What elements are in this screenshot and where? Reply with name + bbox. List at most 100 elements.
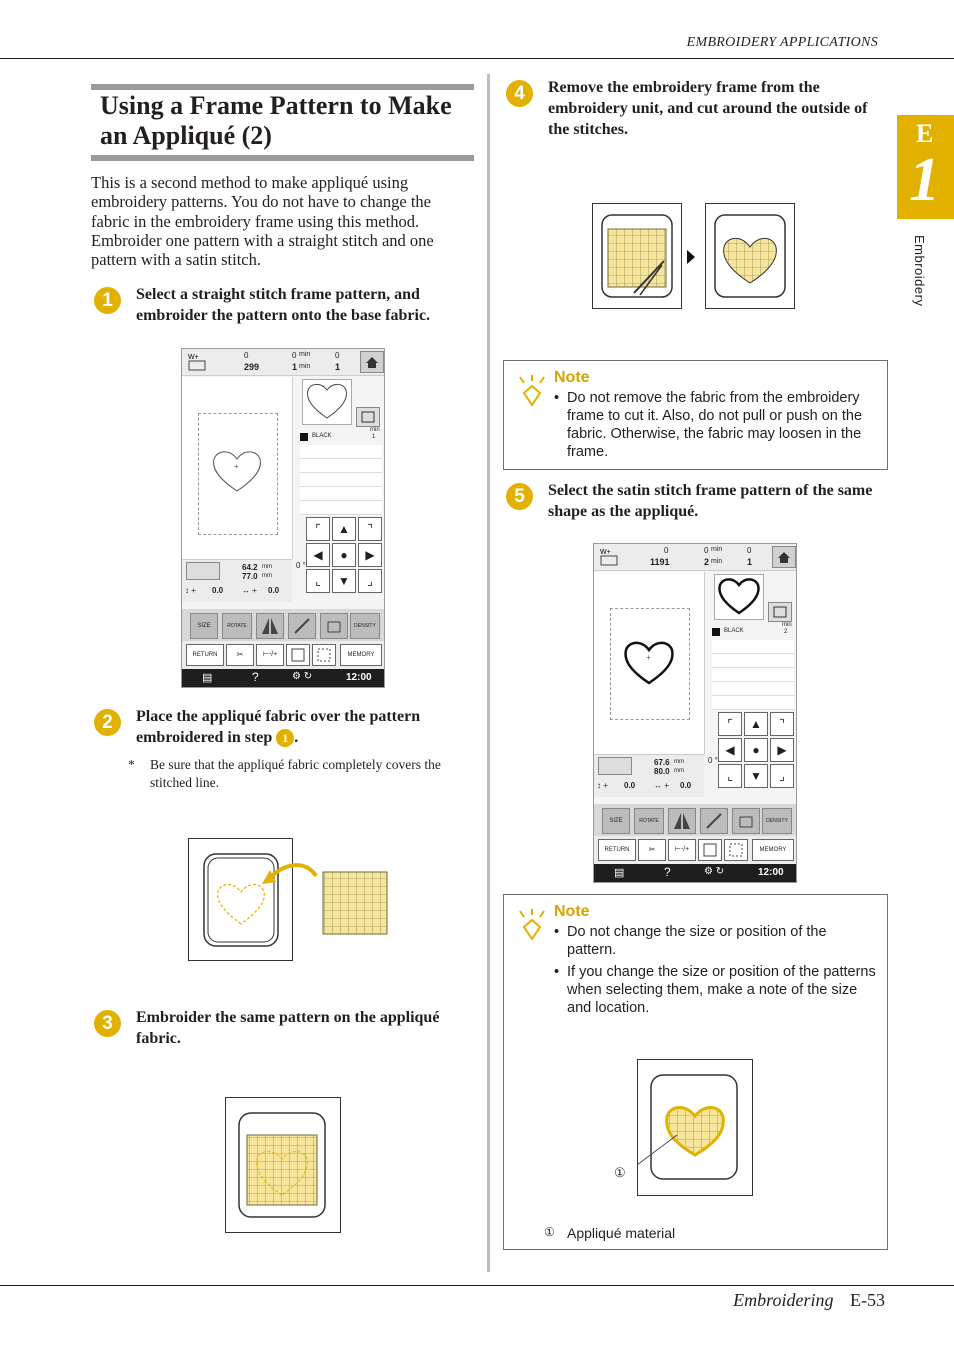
help-icon[interactable]: ? [252, 670, 259, 684]
step-3-text: Embroider the same pattern on the appliq… [136, 1009, 440, 1047]
home-button[interactable] [772, 546, 796, 568]
thread-min-value: 1 [372, 434, 376, 440]
tension-button[interactable]: ⊢-/+ [668, 839, 696, 861]
density-button[interactable]: DENSITY [350, 613, 380, 639]
trial-button[interactable] [724, 839, 748, 861]
manual-icon[interactable]: ▤ [614, 867, 625, 879]
rotate-button[interactable]: ROTATE [222, 613, 252, 639]
bottom-toolbar: RETURN ✂ ⊢-/+ MEMORY [594, 836, 796, 864]
edit-toolbar: SIZE ROTATE DENSITY [594, 804, 796, 836]
offset-y-icon: ↕ + [597, 781, 608, 790]
return-button[interactable]: RETURN [186, 644, 224, 666]
note-2-title: Note [554, 903, 590, 920]
step-5-badge: 5 [506, 483, 533, 510]
place-fabric-illustration [188, 838, 388, 961]
arrow-up-left-button[interactable]: ⌜ [306, 517, 330, 541]
arrow-left-button[interactable]: ◀ [718, 738, 742, 762]
stitch-button[interactable] [288, 613, 316, 639]
thread-color-swatch [300, 433, 308, 441]
density-button[interactable]: DENSITY [762, 808, 792, 834]
arrow-down-right-button[interactable]: ⌟ [770, 764, 794, 788]
step-2-text-main: Place the appliqué fabric over the patte… [136, 708, 421, 746]
time-left-value: 1 [292, 362, 298, 372]
color-total: 0 [335, 351, 340, 360]
home-button[interactable] [360, 351, 384, 373]
frame-button[interactable] [768, 602, 792, 622]
color-total: 0 [747, 546, 752, 555]
center-button[interactable]: ● [332, 543, 356, 567]
satin-heart-pattern-preview: + [624, 641, 674, 685]
arrow-down-left-button[interactable]: ⌞ [306, 569, 330, 593]
arrow-right-button[interactable]: ▶ [358, 543, 382, 567]
stitch-button[interactable] [700, 808, 728, 834]
tension-button[interactable]: ⊢-/+ [256, 644, 284, 666]
rotation-angle: 0 ° [296, 561, 306, 570]
cut-applique-illustration [592, 203, 795, 309]
step-2-badge: 2 [94, 709, 121, 736]
step-1-badge: 1 [94, 287, 121, 314]
baste-button[interactable] [698, 839, 722, 861]
page-title-line2: an Appliqué (2) [100, 121, 272, 150]
settings-icon[interactable]: ⚙ ↻ [704, 866, 725, 877]
arrow-left-button[interactable]: ◀ [306, 543, 330, 567]
pattern-thumbnail[interactable] [302, 379, 352, 425]
svg-text:W+: W+ [188, 354, 199, 361]
size-button[interactable]: SIZE [602, 808, 630, 834]
trial-button[interactable] [312, 644, 336, 666]
pattern-height: 80.0 [654, 767, 670, 776]
zoom-button[interactable] [598, 757, 632, 775]
thread-list [300, 445, 382, 515]
stitch-total: 0 [244, 351, 249, 360]
zoom-button[interactable] [186, 562, 220, 580]
time-total-unit: min [711, 546, 723, 553]
pattern-thumbnail[interactable] [714, 574, 764, 620]
chapter-tab: E 1 [897, 115, 954, 219]
note-bulb-icon [519, 909, 545, 941]
frame-button[interactable] [356, 407, 380, 427]
arrow-down-right-button[interactable]: ⌟ [358, 569, 382, 593]
page-number: E-53 [850, 1290, 885, 1310]
mirror-icon [674, 813, 690, 829]
cut-button[interactable]: ✂ [226, 644, 254, 666]
frame-icon [361, 411, 375, 423]
arrow-down-button[interactable]: ▼ [744, 764, 768, 788]
sewing-button[interactable] [320, 613, 348, 639]
mirror-button[interactable] [668, 808, 696, 834]
step-3-badge: 3 [94, 1010, 121, 1037]
move-arrow-pad: ⌜ ▲ ⌝ ◀ ● ▶ ⌞ ▼ ⌟ [718, 712, 794, 788]
size-info-panel: 67.6 mm 80.0 mm ↕ + 0.0 ↔ + 0.0 [594, 754, 704, 797]
arrow-right-button[interactable]: ▶ [770, 738, 794, 762]
mirror-button[interactable] [256, 613, 284, 639]
baste-icon [291, 648, 305, 662]
manual-icon[interactable]: ▤ [202, 672, 213, 684]
thread-min-value: 2 [784, 629, 788, 635]
needle-icon [294, 618, 310, 634]
center-button[interactable]: ● [744, 738, 768, 762]
lcd-status-bar: W+ 0 1191 0 min 2 min 0 1 [594, 544, 796, 571]
memory-button[interactable]: MEMORY [340, 644, 382, 666]
note-1-title: Note [554, 369, 590, 386]
arrow-up-right-button[interactable]: ⌝ [358, 517, 382, 541]
rotate-button[interactable]: ROTATE [634, 808, 664, 834]
title-bar-bottom [91, 155, 474, 161]
arrow-down-button[interactable]: ▼ [332, 569, 356, 593]
arrow-up-button[interactable]: ▲ [744, 712, 768, 736]
return-button[interactable]: RETURN [598, 839, 636, 861]
arrow-down-left-button[interactable]: ⌞ [718, 764, 742, 788]
lcd-clock: 12:00 [346, 672, 372, 683]
help-icon[interactable]: ? [664, 865, 671, 879]
presser-icon [327, 621, 341, 633]
time-total-value: 0 [292, 351, 297, 360]
arrow-up-left-button[interactable]: ⌜ [718, 712, 742, 736]
frame-icon [773, 606, 787, 618]
baste-button[interactable] [286, 644, 310, 666]
memory-button[interactable]: MEMORY [752, 839, 794, 861]
settings-icon[interactable]: ⚙ ↻ [292, 671, 313, 682]
arrow-up-button[interactable]: ▲ [332, 517, 356, 541]
arrow-up-right-button[interactable]: ⌝ [770, 712, 794, 736]
cut-button[interactable]: ✂ [638, 839, 666, 861]
sewing-button[interactable] [732, 808, 760, 834]
note-1-item-1: Do not remove the fabric from the embroi… [567, 390, 863, 460]
note-2-bullet-2: • [554, 964, 560, 980]
size-button[interactable]: SIZE [190, 613, 218, 639]
